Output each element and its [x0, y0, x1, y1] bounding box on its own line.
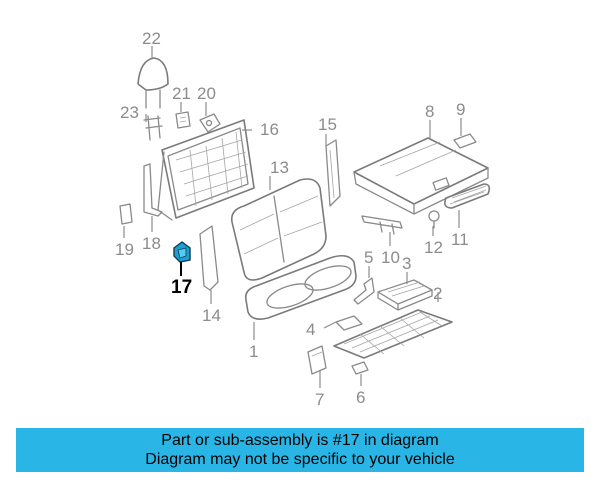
callout-19: 19: [115, 240, 134, 259]
part-2-seat-frame: [333, 309, 453, 359]
part-3-bracket-box: [377, 279, 433, 311]
banner-line-2: Diagram may not be specific to your vehi…: [145, 451, 455, 468]
part-8-cargo-panel: [353, 137, 489, 215]
part-11-grille: [444, 183, 491, 209]
part-21-bracket: [175, 111, 191, 129]
callout-8: 8: [425, 102, 434, 121]
part-12-knob: [428, 210, 440, 229]
callout-3: 3: [402, 254, 411, 273]
part-9-plate: [453, 133, 477, 149]
callout-21: 21: [172, 84, 191, 103]
callout-1: 1: [249, 342, 258, 361]
callout-6: 6: [356, 388, 365, 407]
part-4-plate: [335, 315, 363, 331]
part-1-seat-cushion: [244, 254, 357, 320]
part-18-side-bracket: [143, 163, 163, 217]
part-13-seatback-cushion: [230, 178, 327, 281]
part-17-highlighted: [173, 241, 191, 263]
part-info-banner: Part or sub-assembly is #17 in diagram D…: [16, 428, 584, 472]
callout-9: 9: [456, 100, 465, 119]
callout-4: 4: [306, 320, 315, 339]
callout-5: 5: [364, 248, 373, 267]
callout-23: 23: [120, 103, 139, 122]
part-6-block: [351, 361, 369, 375]
part-15-trim-panel: [325, 139, 341, 207]
callout-18: 18: [142, 234, 161, 253]
callout-17: 17: [171, 277, 192, 298]
leader-lines: [123, 46, 462, 388]
callout-15: 15: [318, 115, 337, 134]
callout-22: 22: [142, 29, 161, 48]
callout-20: 20: [197, 84, 216, 103]
part-23-headrest-guide: [143, 115, 163, 141]
part-19-clip: [119, 203, 133, 225]
callout-12: 12: [424, 238, 443, 257]
part-5-strap: [353, 277, 375, 305]
banner-line-1: Part or sub-assembly is #17 in diagram: [161, 432, 439, 449]
callout-10: 10: [381, 248, 400, 267]
part-16-seatback-frame: [157, 119, 255, 221]
part-22-headrest: [137, 57, 169, 109]
callout-14: 14: [202, 306, 221, 325]
part-7-bracket: [307, 345, 327, 375]
callout-2: 2: [433, 284, 442, 303]
part-20-latch: [199, 113, 221, 133]
parts-diagram: 22 23 21 20 16 15 13 8 9 10 12 11 19 18 …: [115, 29, 491, 409]
callout-11: 11: [451, 230, 469, 249]
callout-13: 13: [270, 158, 289, 177]
callout-7: 7: [315, 390, 324, 409]
callout-16: 16: [260, 120, 279, 139]
part-14-side-trim: [199, 225, 219, 291]
callout-labels: 22 23 21 20 16 15 13 8 9 10 12 11 19 18 …: [115, 29, 469, 409]
part-10-rod-bracket: [361, 215, 403, 235]
